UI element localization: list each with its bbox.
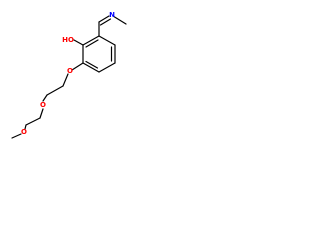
ether-oxygen-1-label: O [67,67,73,75]
c3-to-c4-bond [25,117,41,126]
ring-double-bond-1 [85,39,99,48]
molecule-structure: HO N O O O [11,11,127,139]
ring-bond-2 [98,35,116,46]
ring-bond-1 [82,35,100,46]
o1-to-c1-bond [62,73,69,87]
o3-to-methyl-bond [11,133,22,139]
c2-to-o2-bond [42,94,48,102]
ether-oxygen-3-label: O [21,128,27,136]
methine-to-n-double-bond-b [99,18,112,26]
n-to-methyl-bond [112,15,127,25]
ring-bond-5 [82,62,100,73]
ether-chain [11,62,84,139]
ring-double-bond-3 [85,60,99,69]
o2-to-c3-bond [39,108,44,119]
methine-to-n-double-bond-a [98,15,110,23]
ring-to-o1-bond [71,62,84,71]
ring-to-hydroxyl-bond [73,39,84,46]
ring-bond-4 [98,62,116,73]
c4-to-o3-bond [24,124,27,130]
imine-nitrogen-label: N [109,11,115,19]
ether-oxygen-2-label: O [40,101,46,109]
atom-labels: HO N O O O [21,11,115,136]
hydroxyl-label: HO [62,36,74,44]
c1-to-c2-bond [46,85,64,96]
imine-chain [98,15,127,37]
benzene-ring [82,35,116,73]
